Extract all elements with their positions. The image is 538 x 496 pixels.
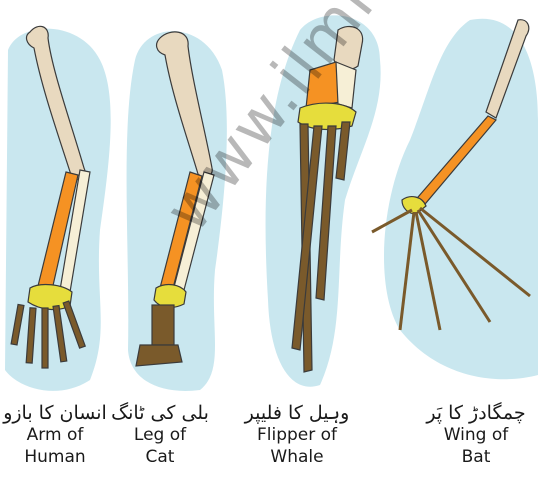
caption-cat-urdu: بلی کی ٹانگ bbox=[110, 402, 210, 424]
caption-cat: بلی کی ٹانگ Leg of Cat bbox=[110, 402, 210, 468]
caption-bat-line2: Bat bbox=[416, 446, 536, 468]
caption-whale: وہیل کا فلیپر Flipper of Whale bbox=[232, 402, 362, 468]
caption-whale-line1: Flipper of bbox=[232, 424, 362, 446]
caption-bat-line1: Wing of bbox=[416, 424, 536, 446]
caption-bat-urdu: چمگادڑ کا پَر bbox=[416, 402, 536, 424]
caption-whale-line2: Whale bbox=[232, 446, 362, 468]
cat-carpals bbox=[154, 285, 186, 308]
caption-cat-line1: Leg of bbox=[110, 424, 210, 446]
caption-human-line2: Human bbox=[0, 446, 110, 468]
caption-human-urdu: انسان کا بازو bbox=[0, 402, 110, 424]
caption-human: انسان کا بازو Arm of Human bbox=[0, 402, 110, 468]
caption-bat: چمگادڑ کا پَر Wing of Bat bbox=[416, 402, 536, 468]
caption-whale-urdu: وہیل کا فلیپر bbox=[232, 402, 362, 424]
caption-human-line1: Arm of bbox=[0, 424, 110, 446]
caption-cat-line2: Cat bbox=[110, 446, 210, 468]
